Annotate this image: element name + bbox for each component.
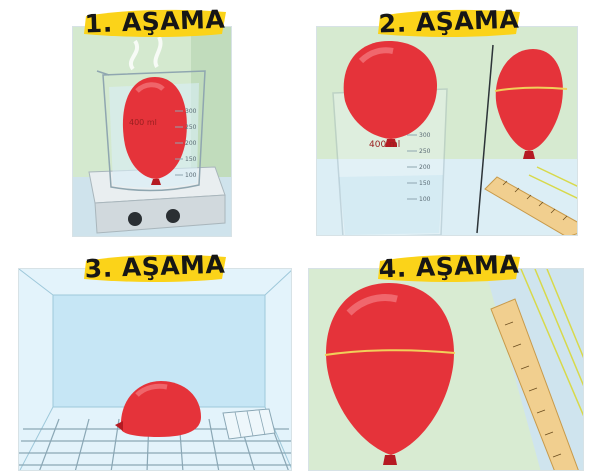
step-4-panel (308, 268, 584, 471)
step-1-illustration: 400 ml 300 250 200 150 100 (73, 27, 232, 237)
scale-tick-label: 250 (419, 148, 431, 155)
scale-tick-label: 150 (185, 156, 197, 163)
scale-tick-label: 300 (419, 132, 431, 139)
step-3-title: 3. AŞAMA (79, 246, 230, 287)
scale-tick-label: 200 (185, 140, 197, 147)
scale-tick-label: 100 (185, 172, 197, 179)
scale-tick-label: 200 (419, 164, 431, 171)
step-3-panel (18, 268, 292, 471)
step-2-illustration: 400 ml 300 250 200 150 100 (317, 27, 578, 236)
scale-tick-label: 300 (185, 108, 197, 115)
step-3-illustration (19, 269, 292, 471)
hot-plate-knob-right (166, 209, 180, 223)
hot-plate-knob-left (128, 212, 142, 226)
scale-tick-label: 100 (419, 196, 431, 203)
step-1-panel: 400 ml 300 250 200 150 100 (72, 26, 232, 237)
step-2-panel: 400 ml 300 250 200 150 100 (316, 26, 578, 236)
step-3-banner: 3. AŞAMA (80, 249, 230, 285)
ice-tray (223, 409, 275, 439)
step-4-title: 4. AŞAMA (373, 246, 524, 287)
balloon-knot (383, 455, 397, 465)
balloon-knot (523, 151, 535, 159)
beaker-volume-label: 400 ml (129, 118, 157, 127)
scale-tick-label: 150 (419, 180, 431, 187)
step-1-banner: 1. AŞAMA (80, 4, 230, 40)
beaker-volume-label: 400 ml (369, 140, 400, 150)
step-2-title: 2. AŞAMA (373, 1, 524, 42)
step-1-title: 1. AŞAMA (79, 1, 230, 42)
step-4-banner: 4. AŞAMA (374, 249, 524, 285)
scale-tick-label: 250 (185, 124, 197, 131)
step-2-banner: 2. AŞAMA (374, 4, 524, 40)
step-4-illustration (309, 269, 584, 471)
